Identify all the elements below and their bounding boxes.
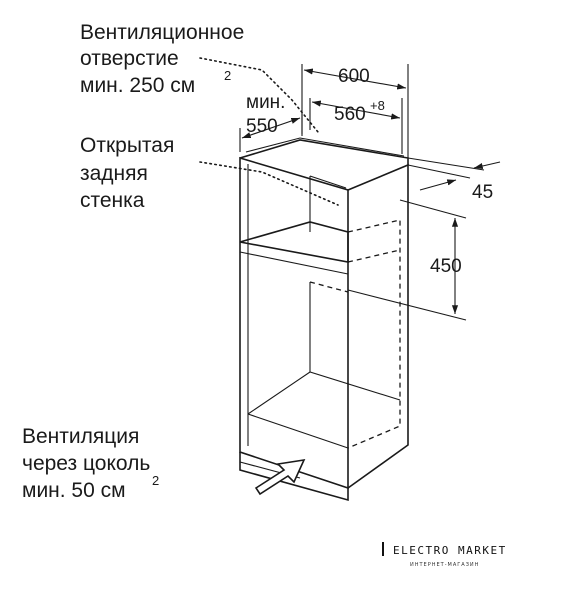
dim-560-label: 560 (334, 104, 366, 125)
dim-top-offset: 45 (407, 157, 501, 203)
label-vent-plinth-line3: мин. 50 см (22, 479, 126, 502)
upper-back-top (309, 175, 347, 189)
label-vent-plinth: Вентиляция через цоколь мин. 50 см 2 (22, 425, 159, 502)
label-open-back-line1: Открытая (80, 134, 174, 157)
label-open-back: Открытая задняя стенка (80, 134, 174, 212)
dim-niche-height: 450 (347, 199, 467, 321)
dim-depth-min: мин. 550 (239, 92, 303, 152)
niche-dashed-top (347, 249, 401, 263)
dim-550-prefix: мин. (246, 92, 285, 113)
label-vent-plinth-line1: Вентиляция (22, 425, 139, 448)
dim-45-label: 45 (472, 182, 493, 203)
label-vent-hole-line3: мин. 250 см (80, 74, 195, 97)
cabinet-floor-front (247, 413, 349, 449)
label-vent-plinth-line2: через цоколь (22, 452, 150, 475)
leader-vent-hole (199, 57, 319, 133)
cabinet (239, 137, 409, 502)
logo-bar-icon (382, 542, 384, 556)
niche-dashed-back (309, 281, 349, 293)
cabinet-shelf-edge (239, 251, 349, 275)
dim-width-inner: 560 +8 (309, 98, 403, 154)
label-vent-plinth-sup: 2 (152, 473, 159, 488)
label-vent-hole-line1: Вентиляционное (80, 21, 244, 44)
dim-600-label: 600 (338, 66, 370, 87)
dim-560-tolerance: +8 (370, 98, 385, 113)
logo-subtitle: ИНТЕРНЕТ-МАГАЗИН (410, 562, 479, 568)
label-open-back-line2: задняя (80, 162, 148, 185)
logo-name: ELECTRO MARKET (393, 544, 507, 557)
vent-plinth-arrow-icon (254, 458, 306, 496)
dim-550-label: 550 (246, 116, 278, 137)
cabinet-right-side (347, 163, 409, 489)
label-vent-hole-sup: 2 (224, 68, 231, 83)
cabinet-front-left-panel (239, 156, 349, 490)
label-vent-hole-line2: отверстие (80, 47, 179, 70)
cabinet-floor (247, 371, 401, 415)
cabinet-top (239, 139, 409, 165)
label-open-back-line3: стенка (80, 189, 145, 212)
cabinet-shelf (239, 221, 349, 263)
electro-market-logo: ELECTRO MARKET ИНТЕРНЕТ-МАГАЗИН (382, 542, 507, 568)
leader-open-back (199, 161, 339, 206)
cabinet-plinth (239, 452, 349, 502)
label-vent-hole: Вентиляционное отверстие мин. 250 см 2 (80, 21, 244, 97)
cabinet-top-inner (245, 137, 405, 157)
niche-dashed-side (347, 219, 401, 449)
dim-450-label: 450 (430, 256, 462, 277)
